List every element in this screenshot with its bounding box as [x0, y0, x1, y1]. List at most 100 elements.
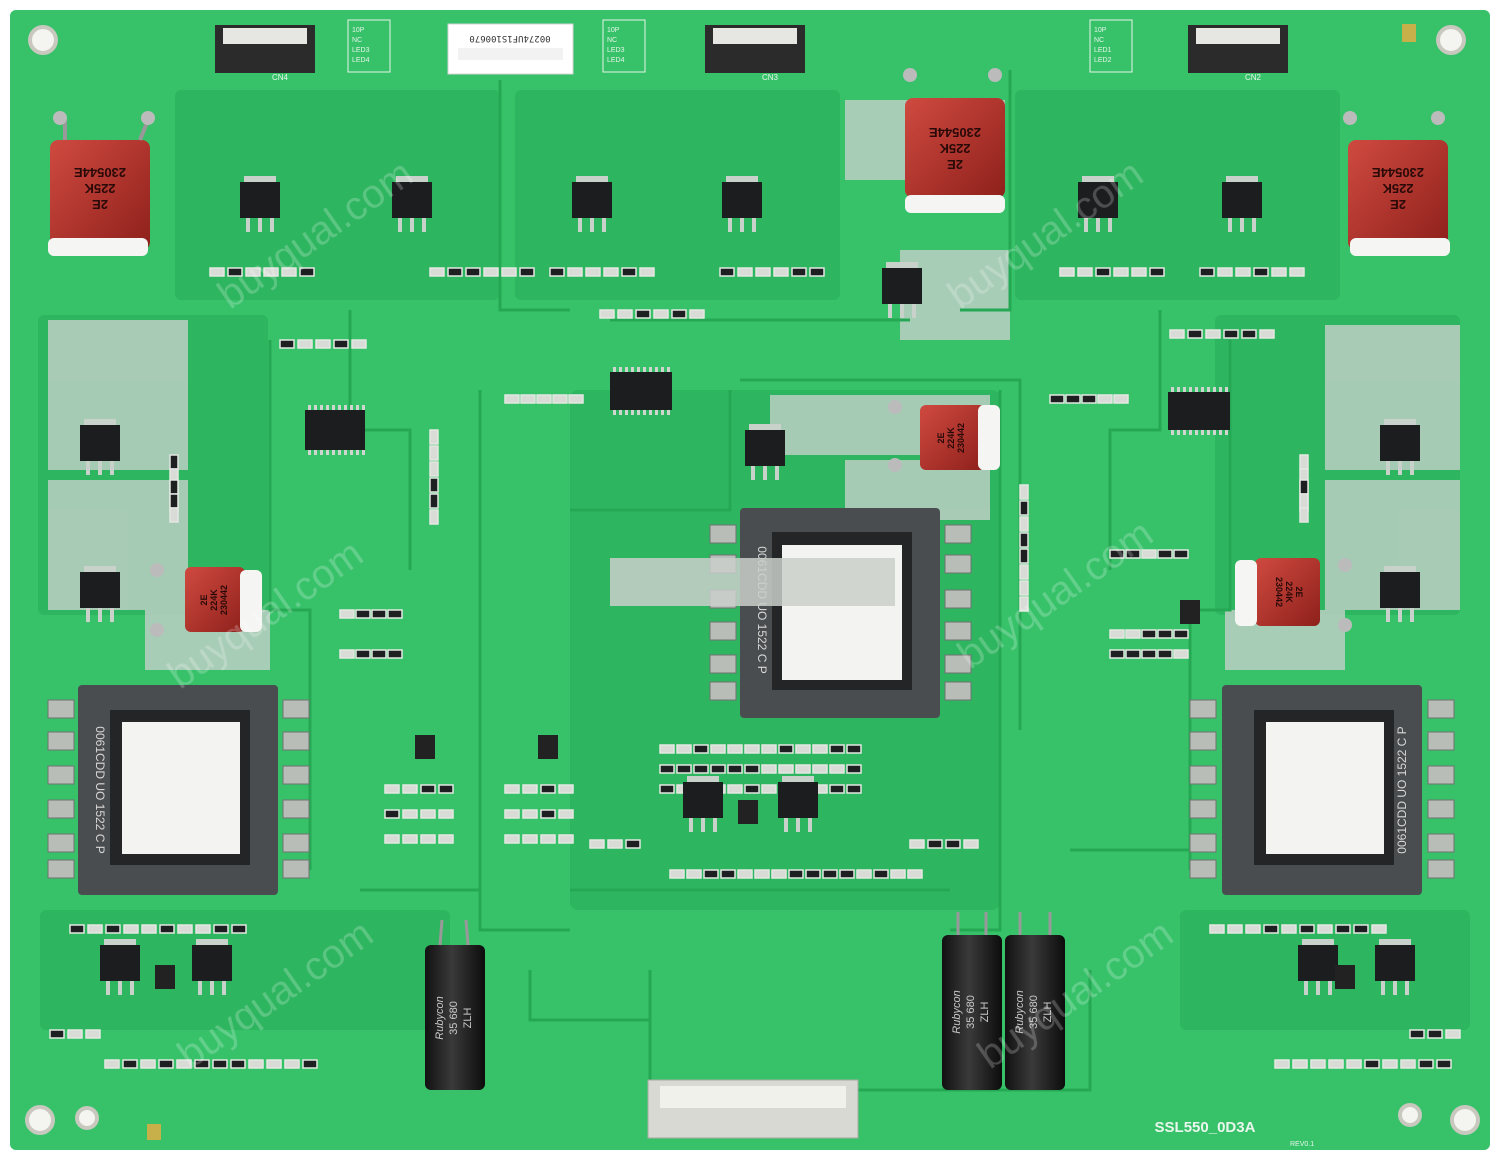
- smd-part: [829, 764, 845, 774]
- smd-part: [504, 394, 520, 404]
- svg-text:NC: NC: [607, 37, 617, 44]
- smd-part: [659, 784, 675, 794]
- svg-text:35 680: 35 680: [448, 1001, 460, 1035]
- smd-part: [719, 267, 735, 277]
- small-transistor: [538, 735, 558, 759]
- smd-part: [686, 869, 702, 879]
- smd-part: [737, 869, 753, 879]
- film-capacitor: 2E 224K 230442: [150, 563, 262, 637]
- smd-part: [761, 764, 777, 774]
- smd-part: [248, 1059, 264, 1069]
- smd-part: [1299, 479, 1309, 495]
- smd-part: [1289, 267, 1305, 277]
- smd-part: [727, 744, 743, 754]
- smd-part: [1081, 394, 1097, 404]
- svg-text:Rubycon: Rubycon: [951, 990, 963, 1033]
- smd-part: [1259, 329, 1275, 339]
- smd-part: [693, 764, 709, 774]
- smd-part: [355, 609, 371, 619]
- smd-part: [122, 1059, 138, 1069]
- smd-part: [589, 839, 605, 849]
- smd-part: [1445, 1029, 1461, 1039]
- smd-part: [1125, 649, 1141, 659]
- smd-part: [1223, 329, 1239, 339]
- smd-part: [438, 784, 454, 794]
- smd-part: [621, 267, 637, 277]
- small-transistor: [155, 965, 175, 989]
- serial-sticker: 00274UF1S100670: [447, 23, 574, 75]
- smd-part: [1299, 507, 1309, 523]
- electrolytic-capacitor: Rubycon 35 680 ZLH: [942, 912, 1002, 1090]
- smd-part: [1245, 924, 1261, 934]
- smd-part: [812, 764, 828, 774]
- smd-part: [1095, 267, 1111, 277]
- smd-part: [299, 267, 315, 277]
- svg-text:2E: 2E: [936, 432, 946, 443]
- transformer-left: 0061CDD UO 1522 C P: [47, 685, 310, 895]
- smd-part: [536, 394, 552, 404]
- silk-blocks: [347, 19, 1133, 73]
- power-transistors: [80, 176, 1420, 995]
- svg-text:230544E: 230544E: [1372, 165, 1424, 180]
- smd-part: [504, 784, 520, 794]
- transistor-package: [1380, 566, 1420, 622]
- smd-part: [1019, 500, 1029, 516]
- smd-part: [1113, 267, 1129, 277]
- mounting-holes: [25, 24, 1480, 1140]
- smd-part: [761, 784, 777, 794]
- smd-part: [194, 1059, 210, 1069]
- svg-text:230544E: 230544E: [74, 165, 126, 180]
- smd-part: [805, 869, 821, 879]
- svg-text:2E: 2E: [92, 197, 108, 212]
- smd-part: [169, 493, 179, 509]
- smd-part: [710, 764, 726, 774]
- smd-part: [351, 339, 367, 349]
- smd-part: [140, 1059, 156, 1069]
- smd-part: [85, 1029, 101, 1039]
- smd-part: [568, 394, 584, 404]
- transistor-package: [240, 176, 280, 232]
- smd-part: [1299, 493, 1309, 509]
- smd-part: [873, 869, 889, 879]
- cn-label: CN2: [1245, 73, 1262, 82]
- smd-part: [846, 744, 862, 754]
- smd-part: [1097, 394, 1113, 404]
- revision-silkscreen: REV0.1: [1290, 1141, 1314, 1148]
- film-capacitor: 2E 224K 230442: [888, 400, 1000, 472]
- smd-components: [49, 267, 1461, 1069]
- svg-text:Rubycon: Rubycon: [1014, 990, 1026, 1033]
- smd-part: [540, 809, 556, 819]
- transistor-package: [392, 176, 432, 232]
- svg-text:2E: 2E: [199, 594, 209, 605]
- svg-text:225K: 225K: [939, 141, 971, 156]
- svg-text:35 680: 35 680: [965, 995, 977, 1029]
- smd-part: [402, 809, 418, 819]
- smd-part: [302, 1059, 318, 1069]
- smd-part: [1141, 549, 1157, 559]
- smd-part: [465, 267, 481, 277]
- control-ic: [1168, 387, 1230, 435]
- smd-part: [1335, 924, 1351, 934]
- transistor-package: [683, 776, 723, 832]
- svg-text:LED2: LED2: [1094, 57, 1112, 64]
- smd-part: [1346, 1059, 1362, 1069]
- smd-part: [1328, 1059, 1344, 1069]
- small-transistor: [1180, 600, 1200, 624]
- smd-part: [1019, 532, 1029, 548]
- smd-part: [1205, 329, 1221, 339]
- small-transistor: [738, 800, 758, 824]
- smd-part: [710, 744, 726, 754]
- smd-part: [1299, 924, 1315, 934]
- transistor-package: [882, 262, 922, 318]
- smd-part: [603, 267, 619, 277]
- svg-text:230442: 230442: [219, 585, 229, 615]
- smd-part: [659, 764, 675, 774]
- smd-part: [585, 267, 601, 277]
- smd-part: [169, 454, 179, 470]
- smd-part: [1019, 564, 1029, 580]
- transistor-package: [778, 776, 818, 832]
- smd-part: [890, 869, 906, 879]
- smd-part: [227, 267, 243, 277]
- smd-part: [483, 267, 499, 277]
- smd-part: [1157, 629, 1173, 639]
